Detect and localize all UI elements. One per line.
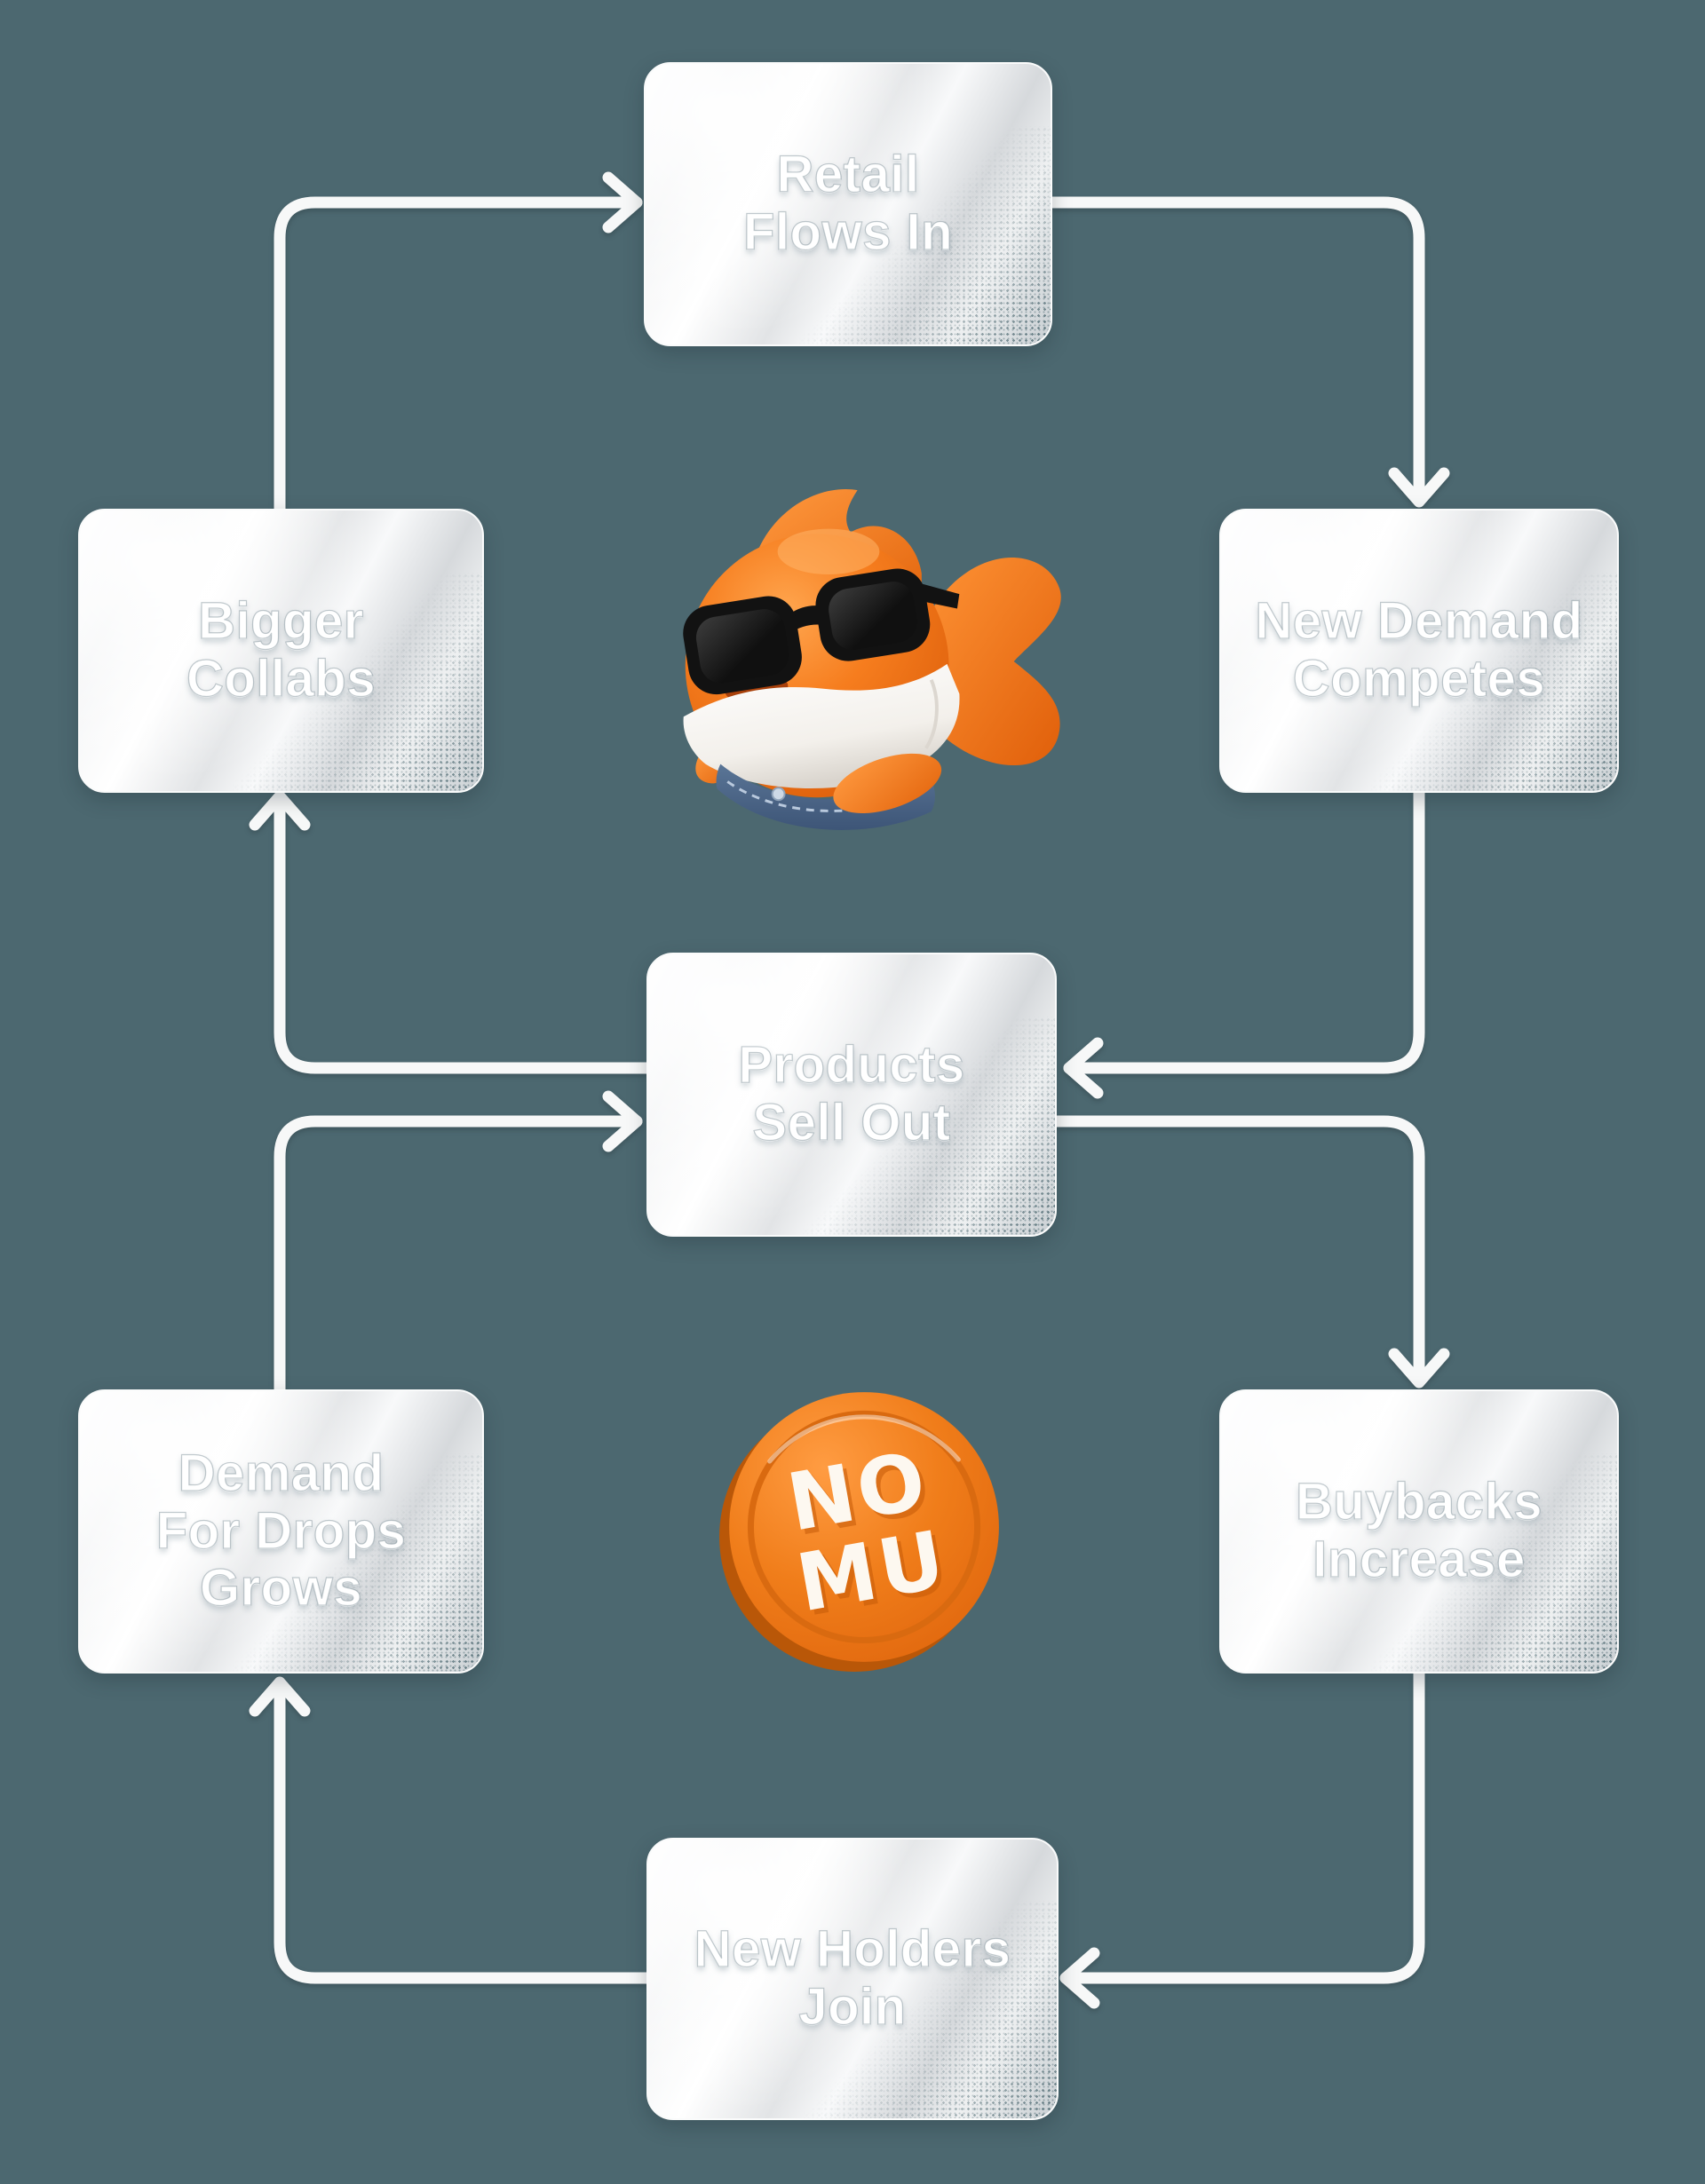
- node-buybacks-increase: Buybacks Increase: [1219, 1389, 1619, 1674]
- node-label: New Demand Competes: [1255, 591, 1583, 708]
- nomu-coin: NO MU NO MU: [719, 1392, 999, 1672]
- denim-button: [771, 787, 786, 802]
- denim-stitch: [726, 780, 925, 812]
- node-label: Demand For Drops Grows: [155, 1444, 407, 1618]
- node-demand-for-drops-grows: Demand For Drops Grows: [78, 1389, 484, 1674]
- arrow-products-sell-out-to-bigger-collabs: [249, 790, 653, 1074]
- fish-mascot: [683, 488, 1061, 830]
- arrowhead-up-icon: [249, 1676, 311, 1717]
- arrow-new-holders-join-to-demand-for-drops-grows: [249, 1676, 653, 1984]
- body-highlight: [777, 528, 880, 575]
- arrowhead-down-icon: [1388, 1348, 1450, 1389]
- arrow-retail-flows-in-to-new-demand-competes: [1046, 196, 1450, 508]
- node-new-demand-competes: New Demand Competes: [1219, 509, 1619, 793]
- sunglasses-icon: [683, 568, 960, 695]
- coin-face: [729, 1392, 999, 1662]
- arrow-demand-for-drops-grows-to-products-sell-out: [274, 1090, 643, 1396]
- arrowhead-left-icon: [1059, 1947, 1100, 2009]
- arrow-new-demand-competes-to-products-sell-out: [1063, 787, 1425, 1099]
- node-retail-flows-in: Retail Flows In: [644, 62, 1052, 346]
- shirt-fold: [924, 678, 939, 749]
- node-new-holders-join: New Holders Join: [646, 1838, 1059, 2120]
- arrowhead-up-icon: [249, 790, 311, 831]
- coin-inner-ring: [747, 1410, 981, 1644]
- node-label: Retail Flows In: [742, 145, 953, 261]
- node-bigger-collabs: Bigger Collabs: [78, 509, 484, 793]
- node-label: Bigger Collabs: [186, 591, 376, 708]
- denim-jeans: [716, 764, 935, 830]
- arrow-bigger-collabs-to-retail-flows-in: [274, 171, 643, 515]
- arrowhead-right-icon: [602, 171, 643, 233]
- node-label: Products Sell Out: [738, 1035, 965, 1151]
- arrowhead-down-icon: [1388, 467, 1450, 508]
- node-label: New Holders Join: [694, 1919, 1011, 2036]
- arrowhead-right-icon: [602, 1090, 643, 1152]
- node-products-sell-out: Products Sell Out: [646, 953, 1057, 1237]
- coin-top-highlight: [767, 1414, 961, 1464]
- right-flipper: [833, 753, 942, 814]
- arrowhead-left-icon: [1063, 1037, 1104, 1099]
- arrow-buybacks-increase-to-new-holders-join: [1059, 1667, 1425, 2009]
- node-label: Buybacks Increase: [1295, 1472, 1543, 1588]
- arrow-products-sell-out-to-buybacks-increase: [1051, 1115, 1450, 1389]
